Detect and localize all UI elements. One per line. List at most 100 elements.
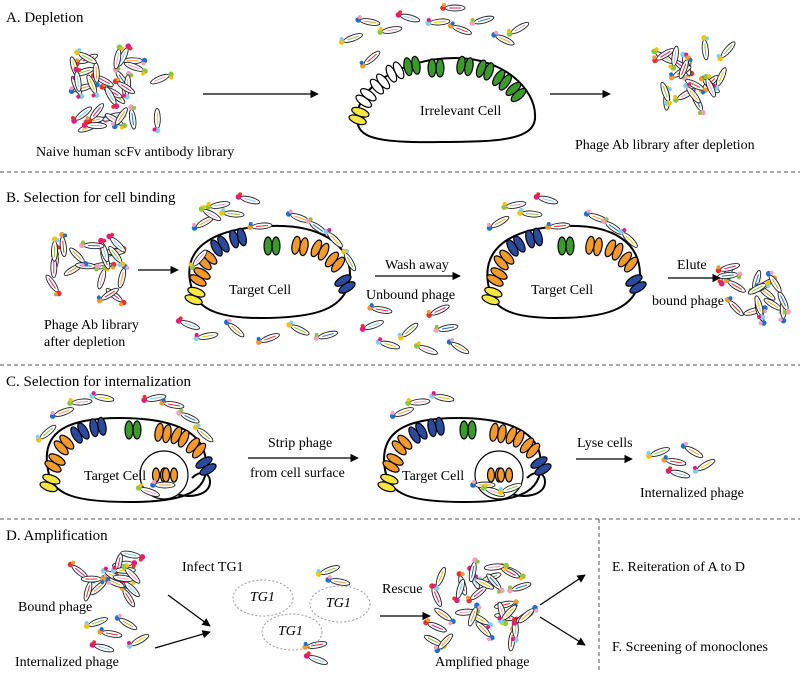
target-cell-c1 [45, 416, 208, 504]
phage-naive-7 [104, 86, 120, 109]
elute-label-2: bound phage [652, 294, 724, 309]
phage-eluted-13 [715, 263, 741, 274]
phage-naive-4 [123, 61, 148, 76]
phage-depleted-3 [660, 81, 672, 106]
tg1-label-3: TG1 [278, 624, 303, 639]
target-cell-c2 [383, 416, 542, 504]
phage-c1-bound-7 [193, 423, 214, 443]
internalized-phage-label-c: Internalized phage [640, 486, 744, 501]
phage-amplified-28 [431, 567, 447, 591]
phage-amplified-0 [466, 585, 487, 604]
phage-b2-bound-6 [601, 217, 623, 235]
phage-c2-bound-2 [429, 391, 455, 402]
phage-naive-15 [150, 71, 174, 85]
phage-depleted-18 [703, 73, 716, 98]
phage-a-top-10 [359, 50, 381, 69]
strip-label-2: from cell surface [250, 466, 345, 481]
receptor-a-5 [427, 58, 445, 78]
bound-phage-label: Bound phage [18, 600, 93, 615]
phage-depleted-10 [716, 41, 736, 62]
tg1-cells [232, 579, 371, 651]
phage-c1-bound-1 [49, 407, 74, 419]
receptor-b1-9 [334, 274, 356, 294]
section-f-title: F. Screening of monoclones [612, 640, 768, 655]
receptor-a-0 [348, 106, 370, 126]
phage-b1-float-5 [313, 330, 339, 341]
phage-unbound-3 [413, 341, 438, 355]
phage-tg1-phage-1 [325, 575, 351, 586]
phage-naive-21 [86, 74, 100, 98]
phage-depleted-8 [685, 79, 709, 95]
receptor-b1-7 [310, 239, 330, 261]
receptor-b1-1 [189, 267, 211, 287]
rescue-label: Rescue [382, 582, 423, 597]
phage-a-top-0 [338, 33, 363, 45]
receptor-b2-9 [625, 274, 647, 294]
phage-b2-bound-4 [545, 221, 571, 230]
receptor-c1-9 [195, 456, 217, 476]
tg1-label-1: TG1 [250, 590, 275, 605]
receptor-a-6 [456, 55, 474, 77]
target-cell-label-c2: Target Cell [402, 469, 465, 484]
phage-b2-bound-1 [501, 201, 527, 210]
strip-label-1: Strip phage [268, 436, 333, 451]
receptor-b2-0 [481, 286, 503, 306]
phage-bound-d-10 [120, 550, 146, 562]
phage-naive-30 [113, 44, 125, 70]
phage-depleted-14 [668, 45, 679, 71]
receptor-b2-3 [506, 235, 526, 257]
phage-eluted-12 [765, 270, 782, 293]
wash-label-1: Wash away [385, 258, 449, 273]
phage-internal-d-4 [89, 640, 115, 653]
phage-naive-18 [85, 103, 105, 124]
phage-internal-d-3 [126, 633, 150, 649]
phage-internalized-c-1 [661, 455, 687, 466]
naive-library-label: Naive human scFv antibody library [36, 145, 235, 160]
phage-eluted-8 [777, 291, 791, 315]
phage-particles [35, 3, 791, 665]
phage-depleted-6 [652, 48, 675, 64]
phage-unbound-4 [433, 324, 459, 333]
phage-b1-float-1 [193, 332, 219, 341]
internalized-phage-label-d: Internalized phage [15, 655, 119, 670]
section-b-title: B. Selection for cell binding [6, 190, 176, 206]
phage-unbound-6 [367, 303, 393, 314]
phage-c2-bound-1 [405, 397, 431, 406]
receptor-b2-6 [585, 235, 603, 257]
phage-tg1-phage-0 [315, 565, 340, 577]
phage-b1-bound-4 [247, 221, 273, 230]
receptor-c2-0 [377, 473, 399, 493]
irrelevant-cell [356, 56, 537, 144]
receptor-c1-8 [185, 437, 207, 459]
phage-c1-bound-9 [135, 483, 160, 497]
section-d-title: D. Amplification [6, 528, 108, 544]
phage-c1-bound-8 [150, 480, 176, 489]
phage-c2-bound-5 [497, 483, 522, 495]
phage-a-top-7 [491, 30, 515, 46]
receptor-c2-8 [519, 437, 541, 459]
receptor-b2-2 [493, 249, 515, 271]
tg1-cell-2 [309, 585, 371, 623]
phage-depleted-16 [678, 55, 693, 80]
phage-tg1-phage-2 [302, 641, 328, 650]
phage-a-top-5 [447, 21, 472, 35]
phage-depleted-17 [712, 67, 727, 91]
phage-internal-d-1 [97, 627, 123, 638]
phage-eluted-14 [747, 280, 771, 295]
phage-amplified-14 [452, 578, 465, 604]
phage-c1-bound-3 [89, 391, 115, 402]
receptor-c2-5 [459, 420, 477, 440]
phage-unbound-7 [426, 304, 450, 318]
receptor-c2-3 [408, 422, 428, 444]
phage-b1-float-6 [198, 204, 222, 222]
phage-b1-float-0 [175, 316, 200, 330]
phage-naive-28 [74, 48, 97, 64]
receptor-b1-0 [184, 286, 206, 306]
receptor-a-7 [475, 59, 495, 81]
phage-unbound-1 [375, 337, 401, 350]
receptor-c2-4 [427, 416, 445, 438]
arrow-d1 [167, 594, 211, 627]
receptor-b1-3 [210, 235, 230, 257]
phage-b1-float-4 [286, 320, 310, 336]
